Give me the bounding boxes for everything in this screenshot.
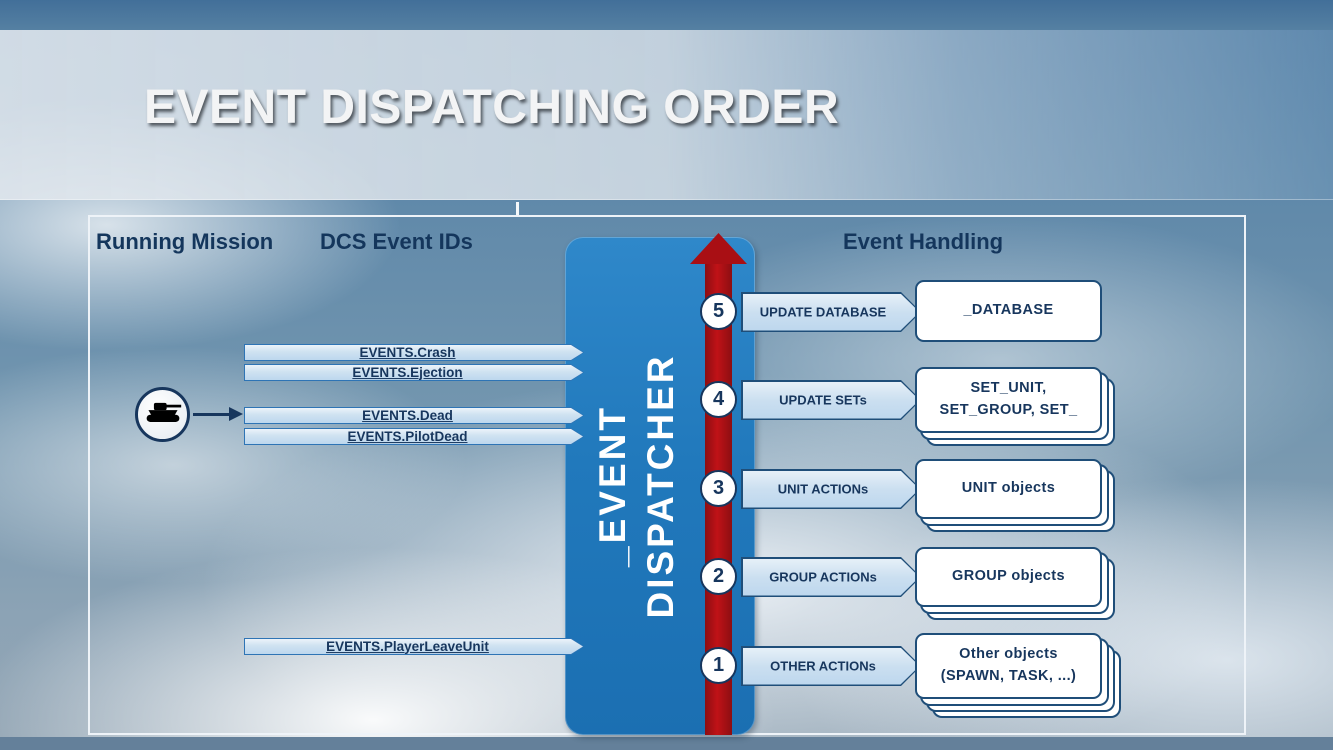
step-number-3: 3	[700, 470, 737, 507]
event-arrow-pilotdead: EVENTS.PilotDead	[244, 428, 584, 445]
unit-badge	[135, 387, 190, 442]
target-label-line2: (SPAWN, TASK, ...)	[940, 668, 1077, 684]
event-arrow-shape	[245, 365, 583, 380]
target-label: GROUP objects	[952, 568, 1065, 585]
action-arrow-update-database: UPDATE DATABASE	[741, 292, 921, 332]
event-arrow-dead: EVENTS.Dead	[244, 407, 584, 424]
event-arrow-shape	[245, 345, 583, 360]
unit-connector-arrowhead	[229, 407, 243, 421]
event-label: EVENTS.Crash	[359, 344, 456, 360]
step-number-1: 1	[700, 647, 737, 684]
action-arrow-other-actions: OTHER ACTIONs	[741, 646, 921, 686]
event-label: EVENTS.PilotDead	[347, 428, 468, 444]
event-arrow-playerleaveunit: EVENTS.PlayerLeaveUnit	[244, 638, 584, 655]
target-label-line2: SET_GROUP, SET_	[939, 402, 1078, 418]
title-band	[0, 30, 1333, 200]
target-box-other-objects: Other objects (SPAWN, TASK, ...)	[915, 633, 1102, 699]
target-box-sets: SET_UNIT, SET_GROUP, SET_	[915, 367, 1102, 433]
bottom-strip	[0, 737, 1333, 750]
target-label: UNIT objects	[961, 480, 1056, 497]
action-arrow-group-actions: GROUP ACTIONs	[741, 557, 921, 597]
target-box-unit-objects: UNIT objects	[915, 459, 1102, 519]
column-header-dcs-event-ids: DCS Event IDs	[320, 229, 473, 254]
event-arrow-shape	[245, 429, 583, 444]
action-label: GROUP ACTIONs	[769, 569, 877, 585]
step-number-5: 5	[700, 293, 737, 330]
tank-icon	[143, 399, 183, 430]
top-strip	[0, 0, 1333, 30]
target-label: _DATABASE	[963, 302, 1054, 319]
event-label: EVENTS.Ejection	[352, 364, 463, 380]
step-number-4: 4	[700, 381, 737, 418]
column-header-running-mission: Running Mission	[96, 229, 274, 254]
column-header-event-handling: Event Handling	[843, 229, 1004, 254]
action-label: UPDATE DATABASE	[759, 304, 887, 320]
event-arrow-crash: EVENTS.Crash	[244, 344, 584, 361]
action-label: OTHER ACTIONs	[770, 658, 876, 674]
target-label: SET_UNIT,	[970, 380, 1047, 397]
action-label: UPDATE SETs	[779, 392, 867, 408]
action-arrow-shape	[743, 294, 920, 331]
action-arrow-shape	[743, 382, 920, 419]
action-arrow-shape	[743, 471, 920, 508]
action-arrow-unit-actions: UNIT ACTIONs	[741, 469, 921, 509]
target-box-group-objects: GROUP objects	[915, 547, 1102, 607]
event-arrow-shape	[245, 639, 583, 654]
event-label: EVENTS.PlayerLeaveUnit	[326, 638, 489, 654]
step-number-2: 2	[700, 558, 737, 595]
page-title: EVENT DISPATCHING ORDER	[144, 81, 840, 134]
event-arrow-shape	[245, 408, 583, 423]
action-arrow-update-sets: UPDATE SETs	[741, 380, 921, 420]
event-label: EVENTS.Dead	[362, 407, 453, 423]
event-arrow-ejection: EVENTS.Ejection	[244, 364, 584, 381]
unit-connector-line	[193, 413, 231, 416]
action-label: UNIT ACTIONs	[777, 481, 869, 497]
target-label: Other objects	[959, 646, 1058, 663]
panel-top-notch	[516, 202, 519, 215]
action-arrow-shape	[743, 648, 920, 685]
action-arrow-shape	[743, 559, 920, 596]
target-box-database: _DATABASE	[915, 280, 1102, 342]
